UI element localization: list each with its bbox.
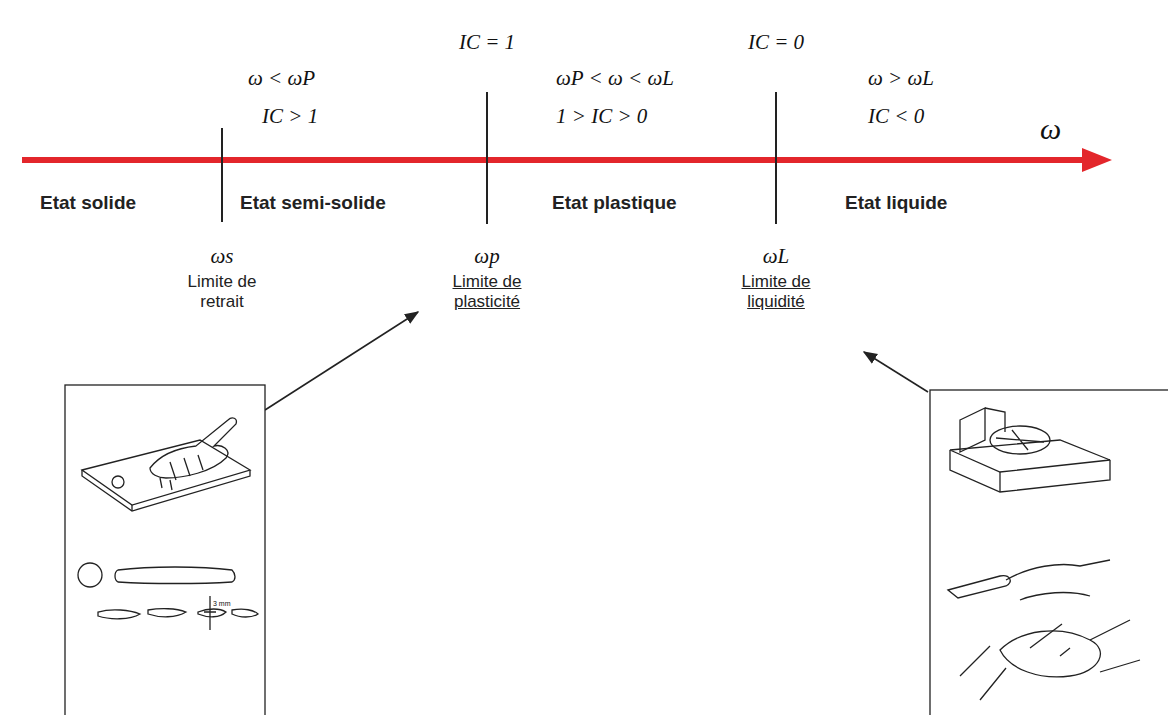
state-label: Etat liquide xyxy=(845,192,947,214)
state-label: Etat plastique xyxy=(552,192,677,214)
condition-text: ω > ωL xyxy=(868,66,934,90)
consistency-index: 1 > IC > 0 xyxy=(556,104,647,128)
leader-arrow xyxy=(864,352,928,392)
condition-text: ω < ωP xyxy=(248,66,315,90)
consistency-index: IC < 0 xyxy=(868,104,924,128)
consistency-index: IC = 1 xyxy=(459,30,515,54)
axis-label: ω xyxy=(1040,112,1061,147)
water-content-axis xyxy=(22,148,1112,172)
limit-name: Limite de retrait xyxy=(167,272,277,311)
leader-arrow xyxy=(265,312,418,410)
plastic-limit-sketch xyxy=(65,385,265,715)
limit-ticks xyxy=(222,92,776,224)
state-label: Etat semi-solide xyxy=(240,192,386,214)
liquid-limit-sketch xyxy=(930,390,1168,715)
condition-text: ωP < ω < ωL xyxy=(556,66,674,90)
limit-symbol: ωs xyxy=(211,244,234,268)
limit-symbol: ωL xyxy=(763,244,790,268)
limit-symbol: ωp xyxy=(474,244,499,268)
limit-name: Limite de liquidité xyxy=(721,272,831,311)
consistency-index: IC > 1 xyxy=(262,104,318,128)
state-label: Etat solide xyxy=(40,192,136,214)
limit-name: Limite de plasticité xyxy=(432,272,542,311)
consistency-index: IC = 0 xyxy=(748,30,804,54)
dimension-label: 3 mm xyxy=(213,600,231,608)
